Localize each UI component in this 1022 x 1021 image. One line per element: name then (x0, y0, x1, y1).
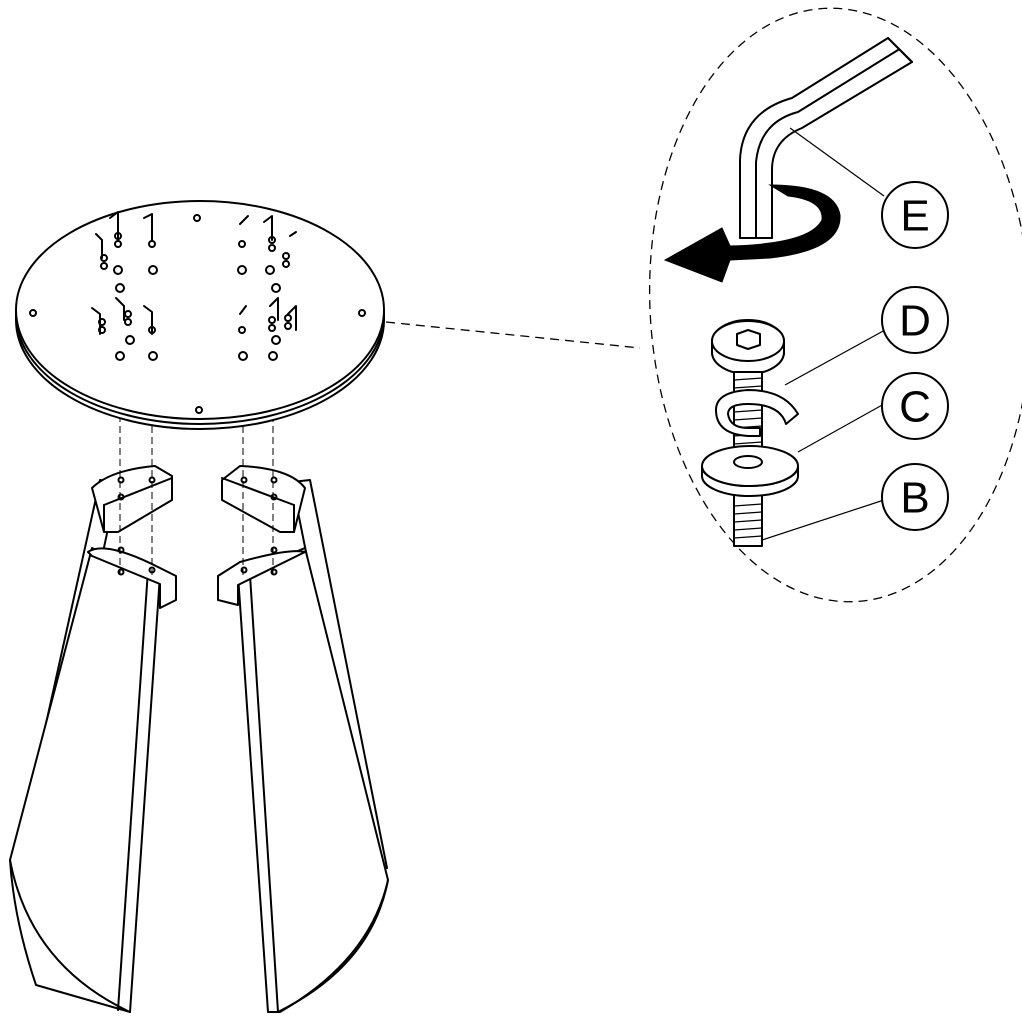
hardware-set-1 (95, 211, 158, 293)
right-upper-bracket (221, 465, 306, 533)
callout-c: C (881, 372, 949, 440)
rotation-arrow (663, 184, 841, 283)
callout-b-label: B (900, 474, 929, 523)
right-lower-bracket (217, 550, 306, 606)
detail-leader (385, 321, 641, 349)
callout-c-label: C (899, 383, 931, 432)
callout-d-label: D (899, 297, 931, 346)
left-front-leg (9, 547, 161, 1013)
right-front-leg (237, 547, 389, 1013)
callout-e: E (881, 181, 949, 249)
hardware-set-2 (237, 215, 297, 293)
callout-e-label: E (900, 192, 929, 241)
hardware-set-3 (91, 297, 158, 361)
left-upper-bracket (91, 465, 173, 533)
detail-ellipse (648, 7, 1022, 603)
hardware-set-4 (238, 297, 297, 361)
hex-key (739, 37, 913, 239)
callout-leaders (761, 127, 886, 541)
left-lower-bracket (87, 547, 177, 609)
flat-washer (701, 445, 799, 497)
lock-washer (715, 389, 799, 437)
table-top (15, 200, 385, 430)
callout-b: B (881, 463, 949, 531)
callout-d: D (881, 286, 949, 354)
